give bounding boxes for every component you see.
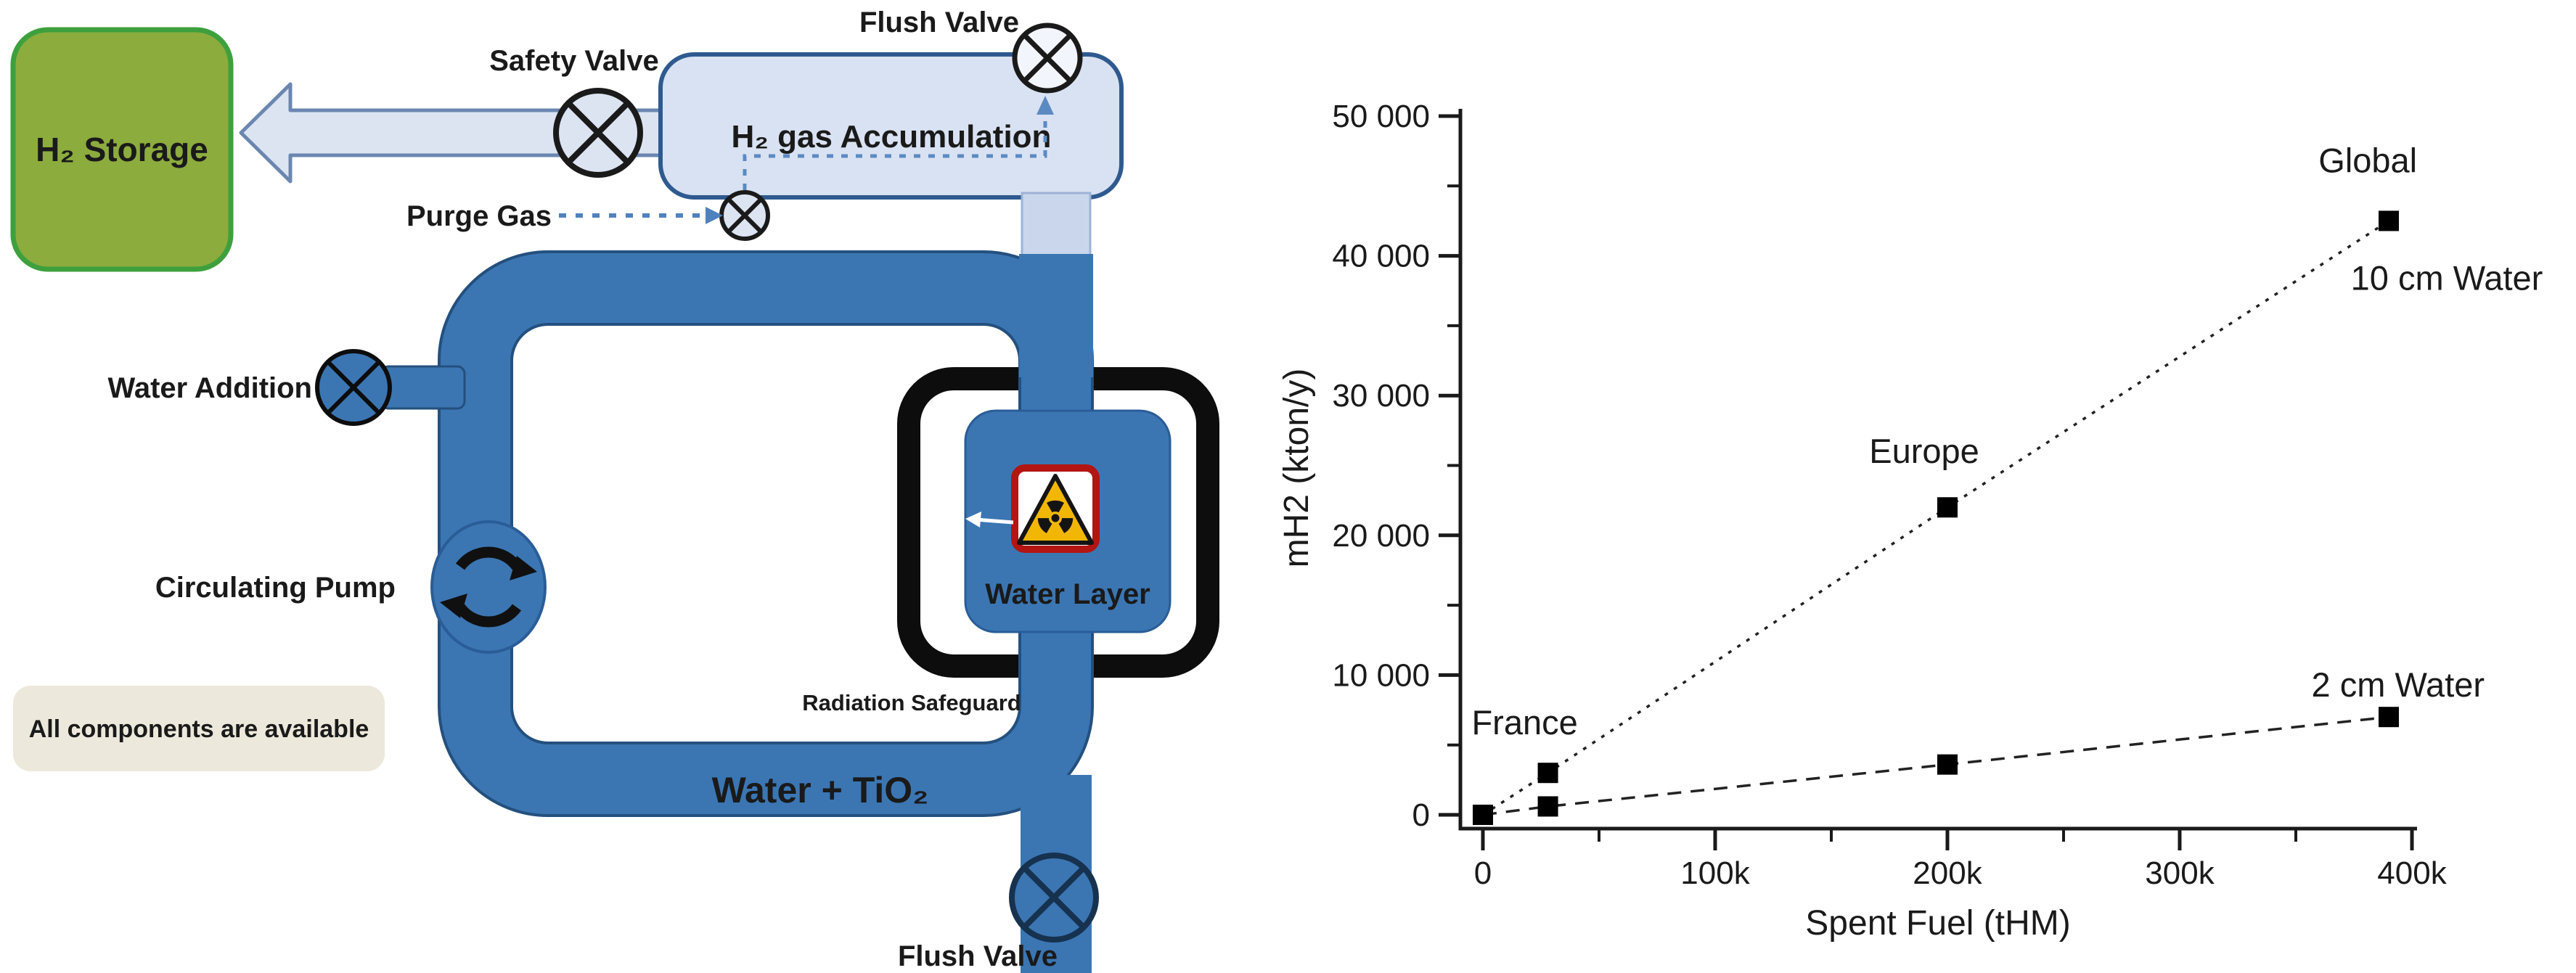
- purge-valve-icon: [719, 190, 770, 241]
- chart-annotation: Europe: [1869, 432, 1979, 470]
- flush-valve-top-label: Flush Valve: [859, 7, 1019, 38]
- flush-valve-top-icon: [1012, 22, 1083, 94]
- h2-storage-label: H₂ Storage: [36, 131, 208, 168]
- series-line: [1482, 219, 2389, 816]
- data-point: [1937, 754, 1958, 775]
- x-tick-label: 200k: [1913, 855, 1982, 891]
- chart-annotation: 2 cm Water: [2312, 665, 2485, 704]
- y-tick-label: 40 000: [1332, 239, 1430, 274]
- availability-note-text: All components are available: [29, 715, 369, 743]
- data-point: [2379, 707, 2399, 728]
- water-addition-valve-icon: [315, 349, 392, 426]
- chart-annotation: 10 cm Water: [2351, 258, 2543, 297]
- h2-production-chart: Spent Fuel (tHM) mH2 (kton/y) 0 10 000 20 …: [1277, 99, 2543, 943]
- data-point: [1537, 763, 1558, 784]
- circulating-pump-label: Circulating Pump: [155, 572, 396, 604]
- chart-plot-area: 0 10 000 20 000 30 000 40 000 50 000 0 100k 200k…: [1332, 99, 2543, 891]
- chart-annotation: Global: [2318, 141, 2417, 180]
- water-tio2-label: Water + TiO₂: [712, 770, 929, 810]
- x-tick-label: 100k: [1680, 855, 1750, 891]
- chart-annotation: France: [1471, 703, 1577, 742]
- availability-note-box: [13, 686, 385, 771]
- water-gap-arrow-icon: [965, 512, 1014, 527]
- purge-gas-flow-dashes: [559, 96, 1054, 224]
- h2-accumulation-label: H₂ gas Accumulation: [732, 119, 1052, 155]
- water-layer-label: Water Layer: [985, 578, 1150, 610]
- y-tick-label: 30 000: [1332, 378, 1430, 414]
- x-tick-label: 0: [1474, 855, 1492, 891]
- data-point: [1537, 796, 1558, 817]
- x-tick-label: 400k: [2377, 855, 2447, 891]
- flush-valve-bottom-label: Flush Valve: [898, 940, 1058, 972]
- axes: [1458, 109, 2417, 831]
- y-tick-label: 50 000: [1332, 99, 1430, 134]
- h2-accumulation-box: [658, 52, 1124, 200]
- radiation-safeguard-label: Radiation Safeguard: [802, 690, 1021, 715]
- data-point: [1473, 805, 1493, 825]
- data-point: [1937, 497, 1958, 518]
- safety-valve-icon: [553, 88, 643, 178]
- x-tick-label: 300k: [2145, 855, 2215, 891]
- radiolysis-loop-diagram: H₂ Storage H₂ gas Accumulation: [10, 7, 1219, 973]
- circulating-pump-icon: [430, 520, 547, 654]
- h2-storage-box: [10, 27, 234, 272]
- water-addition-label: Water Addition: [108, 372, 312, 404]
- loop-riser-junction: [1019, 254, 1093, 377]
- y-tick-label: 0: [1412, 797, 1430, 833]
- y-axis-title: mH2 (kton/y): [1277, 369, 1316, 568]
- safety-valve-label: Safety Valve: [489, 45, 659, 77]
- radiation-warning-icon: [1017, 474, 1094, 545]
- water-addition-stub: [380, 365, 466, 410]
- y-tick-label: 10 000: [1332, 657, 1430, 693]
- x-axis-title: Spent Fuel (tHM): [1805, 904, 2070, 943]
- y-tick-label: 20 000: [1332, 518, 1430, 554]
- series-line: [1482, 715, 2389, 816]
- flush-valve-bottom-icon: [1009, 853, 1099, 943]
- data-point: [2379, 210, 2399, 231]
- purge-gas-label: Purge Gas: [406, 200, 552, 232]
